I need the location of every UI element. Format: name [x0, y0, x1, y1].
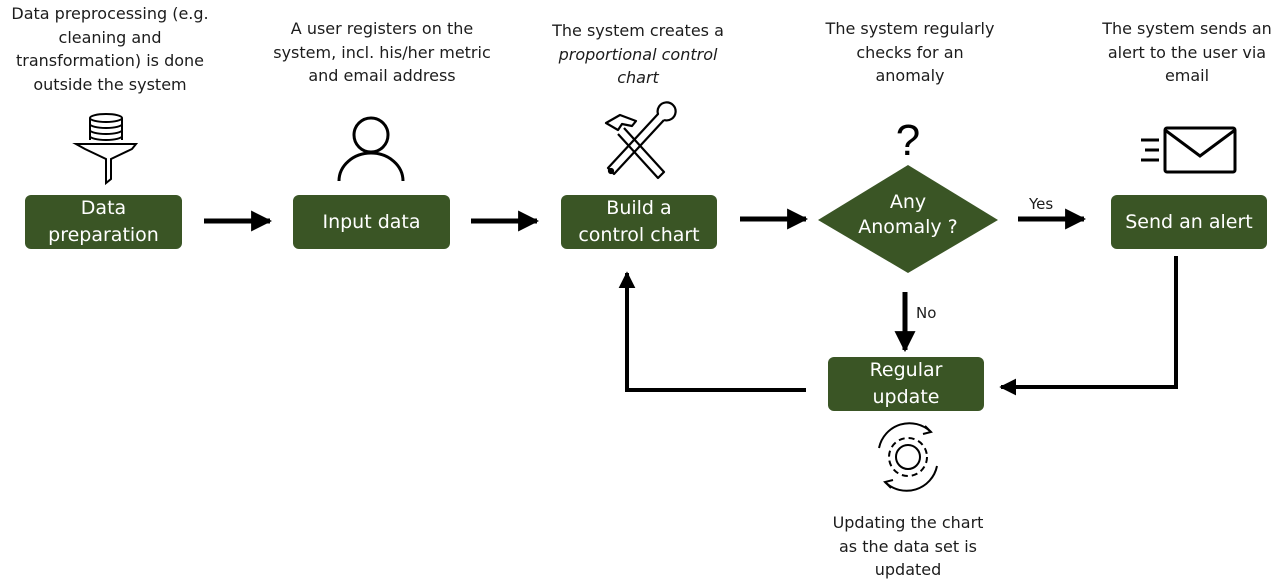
- node-build-control-chart: Build a control chart: [561, 195, 717, 249]
- email-envelope-icon: [1141, 126, 1237, 174]
- arrow-alert-to-update: [999, 256, 1178, 396]
- gear-refresh-icon: [878, 422, 938, 492]
- hammer-wrench-icon: [604, 101, 677, 180]
- node-any-anomaly-label: Any Anomaly ?: [858, 191, 958, 238]
- decision-diamond: [818, 165, 998, 273]
- caption-updating-chart: Updating the chart as the data set is up…: [832, 513, 984, 579]
- node-regular-update: Regular update: [828, 357, 984, 411]
- caption-checks-anomaly: The system regularly checks for an anoma…: [825, 19, 995, 85]
- node-data-preparation: Data preparation: [25, 195, 182, 249]
- edge-label-yes: Yes: [1029, 195, 1054, 213]
- node-input-data: Input data: [293, 195, 450, 249]
- caption-system-creates-chart: The system creates a proportional contro…: [552, 21, 724, 87]
- node-send-alert: Send an alert: [1111, 195, 1267, 249]
- user-icon: [337, 116, 405, 182]
- database-funnel-icon: [72, 113, 139, 186]
- caption-sends-alert: The system sends an alert to the user vi…: [1102, 19, 1272, 85]
- question-mark-icon: ?: [896, 116, 920, 165]
- arrow-update-to-build: [618, 271, 806, 392]
- caption-user-registers: A user registers on the system, incl. hi…: [273, 19, 491, 85]
- edge-label-no: No: [916, 304, 937, 322]
- caption-data-preprocessing: Data preprocessing (e.g. cleaning and tr…: [11, 4, 209, 94]
